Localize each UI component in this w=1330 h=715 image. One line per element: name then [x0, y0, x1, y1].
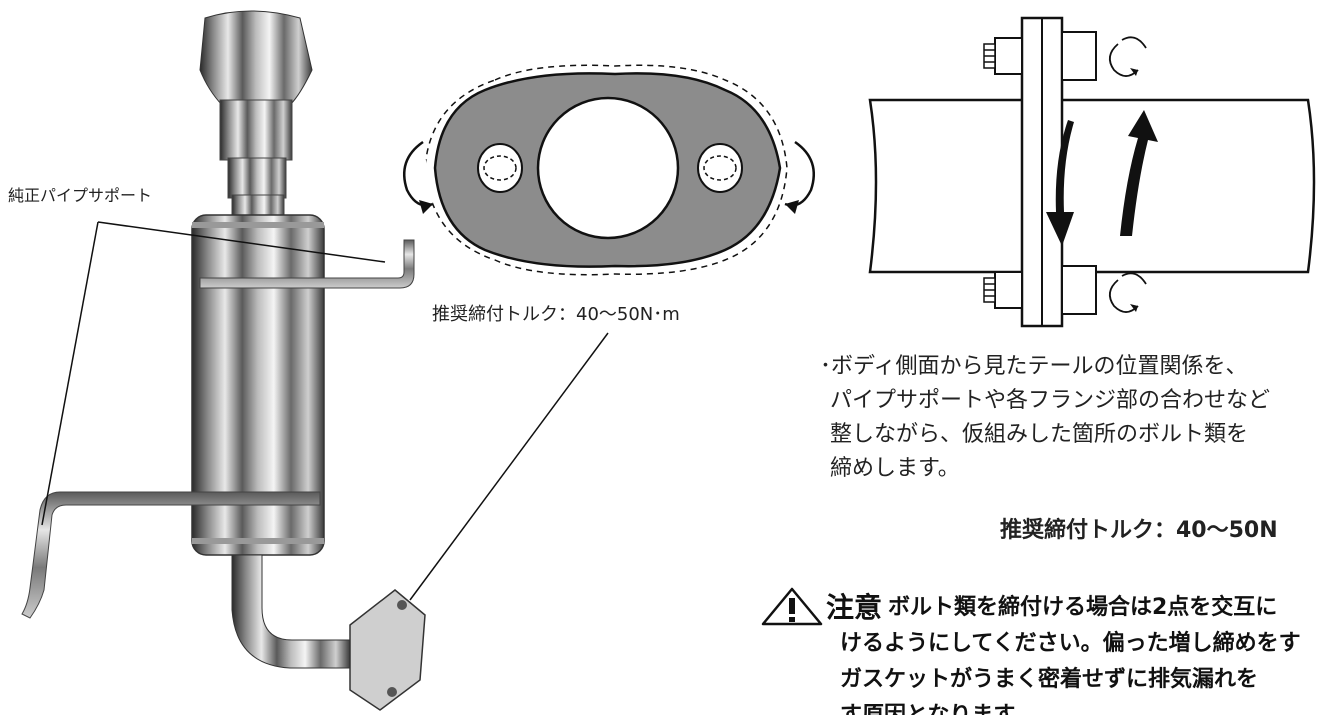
- caution-line: けるようにしてください。偏った増し締めをす: [840, 631, 1301, 656]
- warning-triangle-icon: [761, 587, 823, 626]
- rotation-icon: [1108, 36, 1147, 77]
- caution-line: ボルト類を締付ける場合は2点を交互に: [888, 595, 1278, 620]
- recommended-torque-bold: 推奨締付トルク：40～50N: [1000, 518, 1278, 543]
- gasket-diagram: [403, 64, 815, 276]
- gasket-center-hole: [536, 96, 680, 240]
- arrow-up-icon: [1120, 110, 1158, 236]
- caution-text: ボルト類を締付ける場合は2点を交互に けるようにしてください。偏った増し締めをす…: [818, 590, 1330, 715]
- bolt-bottom: [983, 265, 1097, 315]
- caution-line: す原因となります。: [818, 698, 1330, 715]
- caution-block: 注意 ボルト類を締付ける場合は2点を交互に けるようにしてください。偏った増し締…: [760, 586, 1330, 715]
- rotate-right-arrow-icon: [784, 140, 815, 214]
- caution-line: ガスケットがうまく密着せずに排気漏れを: [840, 667, 1259, 692]
- rotation-icon: [1108, 272, 1147, 313]
- caution-label: 注意: [826, 591, 883, 624]
- arrow-down-icon: [1046, 120, 1074, 246]
- pipe-support-label: 純正パイプサポート: [8, 186, 153, 205]
- pipe-shape: [868, 98, 1316, 274]
- recommended-torque-label: 推奨締付トルク：40～50N･m: [432, 304, 680, 325]
- rotate-left-arrow-icon: [403, 140, 434, 214]
- muffler-product-image: [21, 10, 426, 711]
- bolt-top: [983, 31, 1097, 81]
- instruction-line: 整しながら、仮組みした箇所のボルト類を: [830, 422, 1249, 447]
- flange-pipe-diagram: [868, 16, 1316, 328]
- instruction-line: ･ボディ側面から見たテールの位置関係を、: [820, 354, 1248, 379]
- instruction-line: 締めします。: [830, 456, 960, 481]
- leader-lines: [41, 221, 609, 601]
- instruction-line: パイプサポートや各フランジ部の合わせなど: [830, 388, 1271, 413]
- instruction-text: ･ボディ側面から見たテールの位置関係を、 パイプサポートや各フランジ部の合わせな…: [820, 350, 1330, 486]
